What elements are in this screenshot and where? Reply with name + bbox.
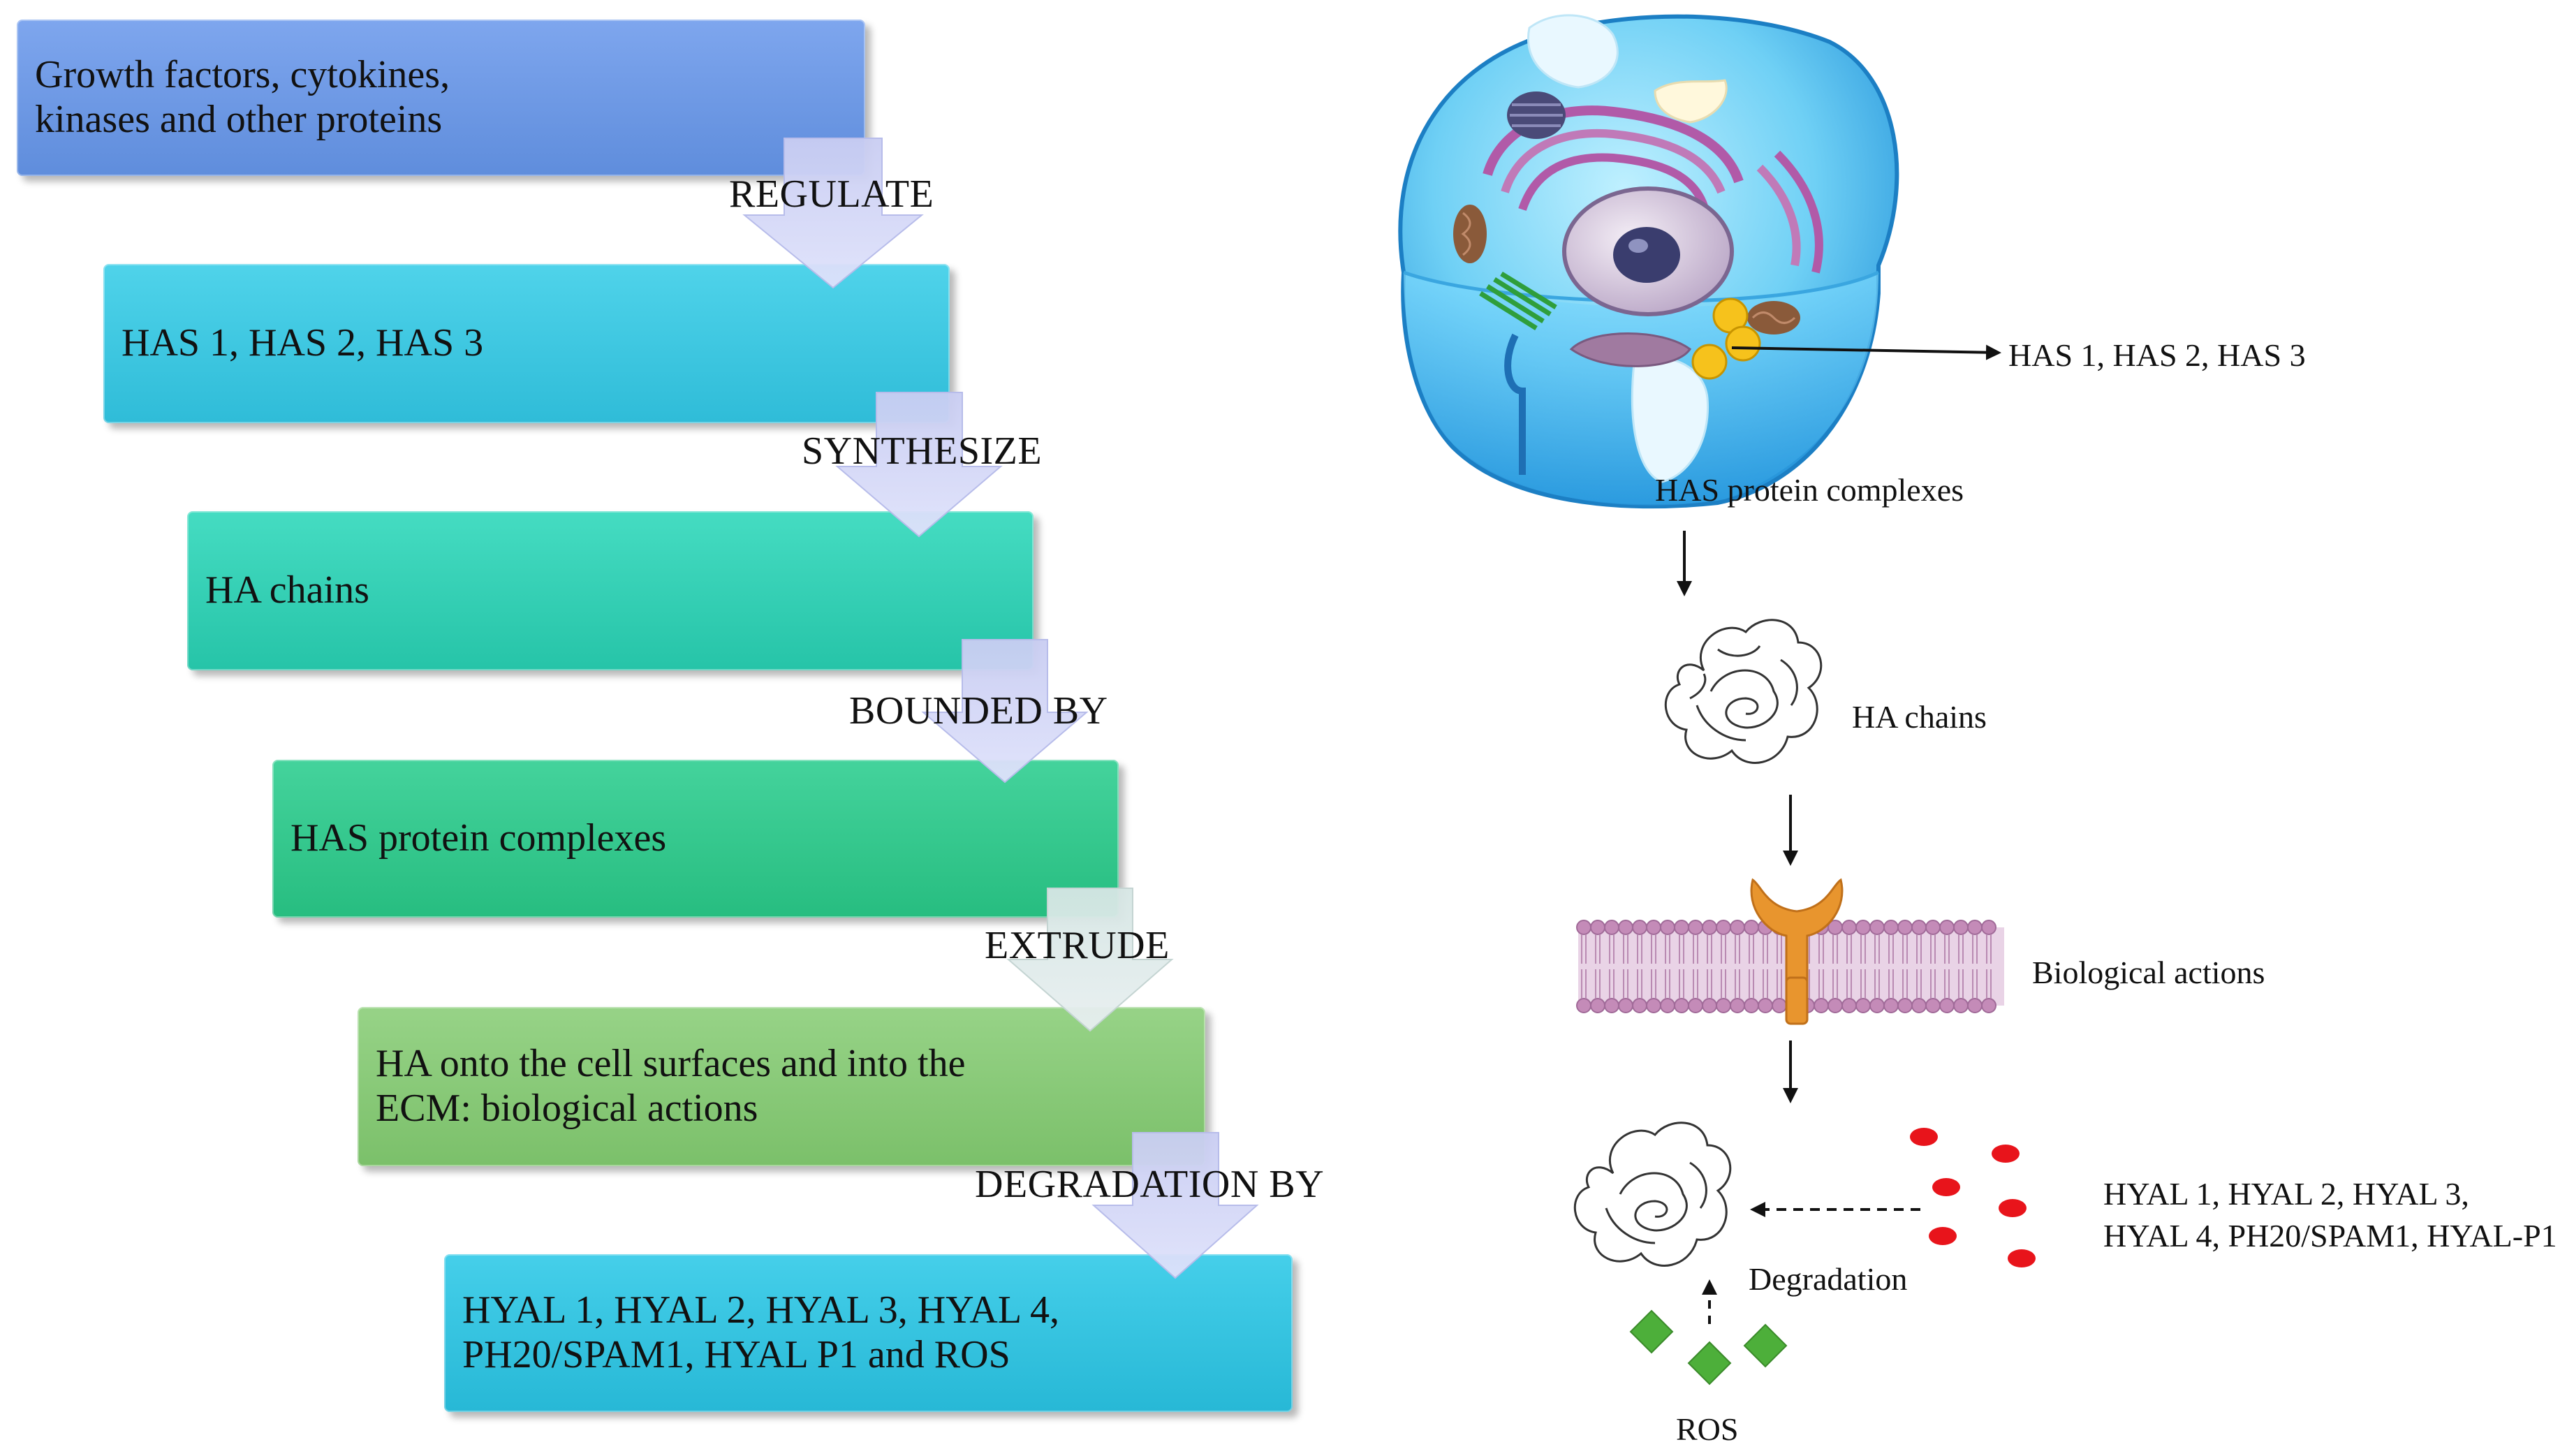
- has-label-arrow: [1731, 344, 2001, 360]
- mitochondrion-icon: [1453, 205, 1487, 263]
- flow-step-has-enzymes: HAS 1, HAS 2, HAS 3: [103, 264, 950, 423]
- ha-chains-label: HA chains: [1852, 699, 1987, 735]
- down-arrow-icon: [742, 138, 924, 289]
- down-arrow-icon: [921, 639, 1089, 784]
- flow-step-degradation-enzymes: HYAL 1, HYAL 2, HYAL 3, HYAL 4, PH20/SPA…: [444, 1254, 1293, 1412]
- degradation-label: Degradation: [1749, 1261, 1908, 1297]
- ha-coil-icon: [1573, 1122, 1732, 1267]
- flow-step-label: Growth factors, cytokines, kinases and o…: [35, 53, 450, 141]
- down-arrow-icon: [1006, 888, 1174, 1032]
- flow-step-biological-actions: HA onto the cell surfaces and into the E…: [358, 1007, 1205, 1166]
- mitochondrion-icon: [1747, 301, 1800, 334]
- verb-bounded-by: BOUNDED BY: [849, 689, 1108, 733]
- flow-step-has-complexes: HAS protein complexes: [272, 760, 1119, 918]
- down-arrow-icon: [835, 392, 1003, 538]
- receptor-icon: [1750, 878, 1844, 1025]
- has-complexes-label: HAS protein complexes: [1655, 472, 1964, 508]
- flow-step-label: HA onto the cell surfaces and into the E…: [376, 1042, 966, 1130]
- biological-actions-label: Biological actions: [2032, 955, 2265, 990]
- verb-synthesize: SYNTHESIZE: [802, 429, 1043, 473]
- flow-step-growth-factors: Growth factors, cytokines, kinases and o…: [17, 20, 865, 176]
- mitochondrion-icon: [1507, 91, 1566, 139]
- hyaluronidase-dots-icon: [1910, 1128, 2036, 1267]
- cell-icon: [1398, 14, 1899, 509]
- ros-diamond-icon: [1629, 1309, 1788, 1385]
- has-enzymes-label: HAS 1, HAS 2, HAS 3: [2008, 337, 2306, 373]
- down-arrow-icon: [1091, 1132, 1259, 1279]
- hyal-label-line1: HYAL 1, HYAL 2, HYAL 3,: [2103, 1176, 2469, 1212]
- verb-regulate: REGULATE: [729, 172, 934, 216]
- verb-degradation-by: DEGRADATION BY: [975, 1163, 1325, 1206]
- golgi-icon: [1479, 272, 1557, 330]
- flow-step-label: HAS protein complexes: [291, 816, 667, 860]
- verb-extrude: EXTRUDE: [985, 924, 1170, 967]
- flow-step-ha-chains: HA chains: [187, 511, 1034, 670]
- flow-step-label: HAS 1, HAS 2, HAS 3: [122, 321, 484, 365]
- ros-label: ROS: [1676, 1411, 1739, 1447]
- ha-coil-icon: [1664, 619, 1823, 764]
- flow-step-label: HYAL 1, HYAL 2, HYAL 3, HYAL 4, PH20/SPA…: [462, 1288, 1059, 1376]
- hyal-label-line2: HYAL 4, PH20/SPAM1, HYAL-P1: [2103, 1218, 2557, 1253]
- flow-step-label: HA chains: [205, 568, 369, 612]
